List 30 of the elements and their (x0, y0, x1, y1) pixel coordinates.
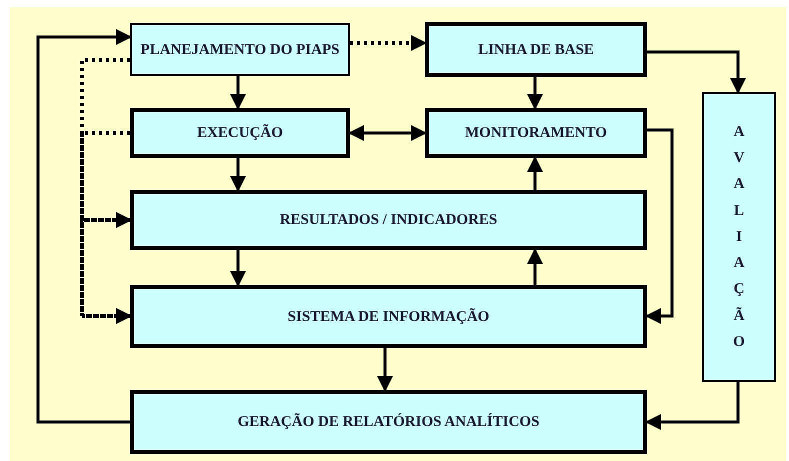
process-box (425, 108, 647, 158)
arrow (647, 50, 746, 94)
arrow (645, 128, 674, 324)
process-box (425, 22, 647, 77)
dotted-arrow (350, 35, 427, 51)
arrow (36, 29, 132, 424)
arrow (377, 348, 393, 392)
arrow (348, 125, 427, 141)
arrow (527, 77, 543, 110)
box-label: RESULTADOS / INDICADORES (278, 211, 498, 229)
arrow (230, 76, 246, 110)
process-box (130, 108, 350, 158)
vertical-box (702, 92, 776, 382)
box-label: AVALIAÇÃO (732, 122, 746, 352)
arrow (645, 382, 740, 430)
process-box (130, 285, 647, 348)
arrow (527, 156, 543, 190)
box-label: MONITORAMENTO (464, 124, 608, 142)
process-box (130, 23, 350, 76)
process-box (130, 390, 647, 454)
box-label: PLANEJAMENTO DO PIAPS (140, 40, 340, 58)
arrow (230, 158, 246, 192)
dotted-arrow (80, 131, 132, 324)
arrow (230, 250, 246, 287)
box-label: SISTEMA DE INFORMAÇÃO (286, 308, 490, 326)
arrow (527, 248, 543, 285)
process-box (130, 190, 647, 250)
box-label: GERAÇÃO DE RELATÓRIOS ANALÍTICOS (236, 413, 540, 431)
box-label: LINHA DE BASE (477, 40, 595, 58)
box-label: EXECUÇÃO (196, 124, 284, 142)
